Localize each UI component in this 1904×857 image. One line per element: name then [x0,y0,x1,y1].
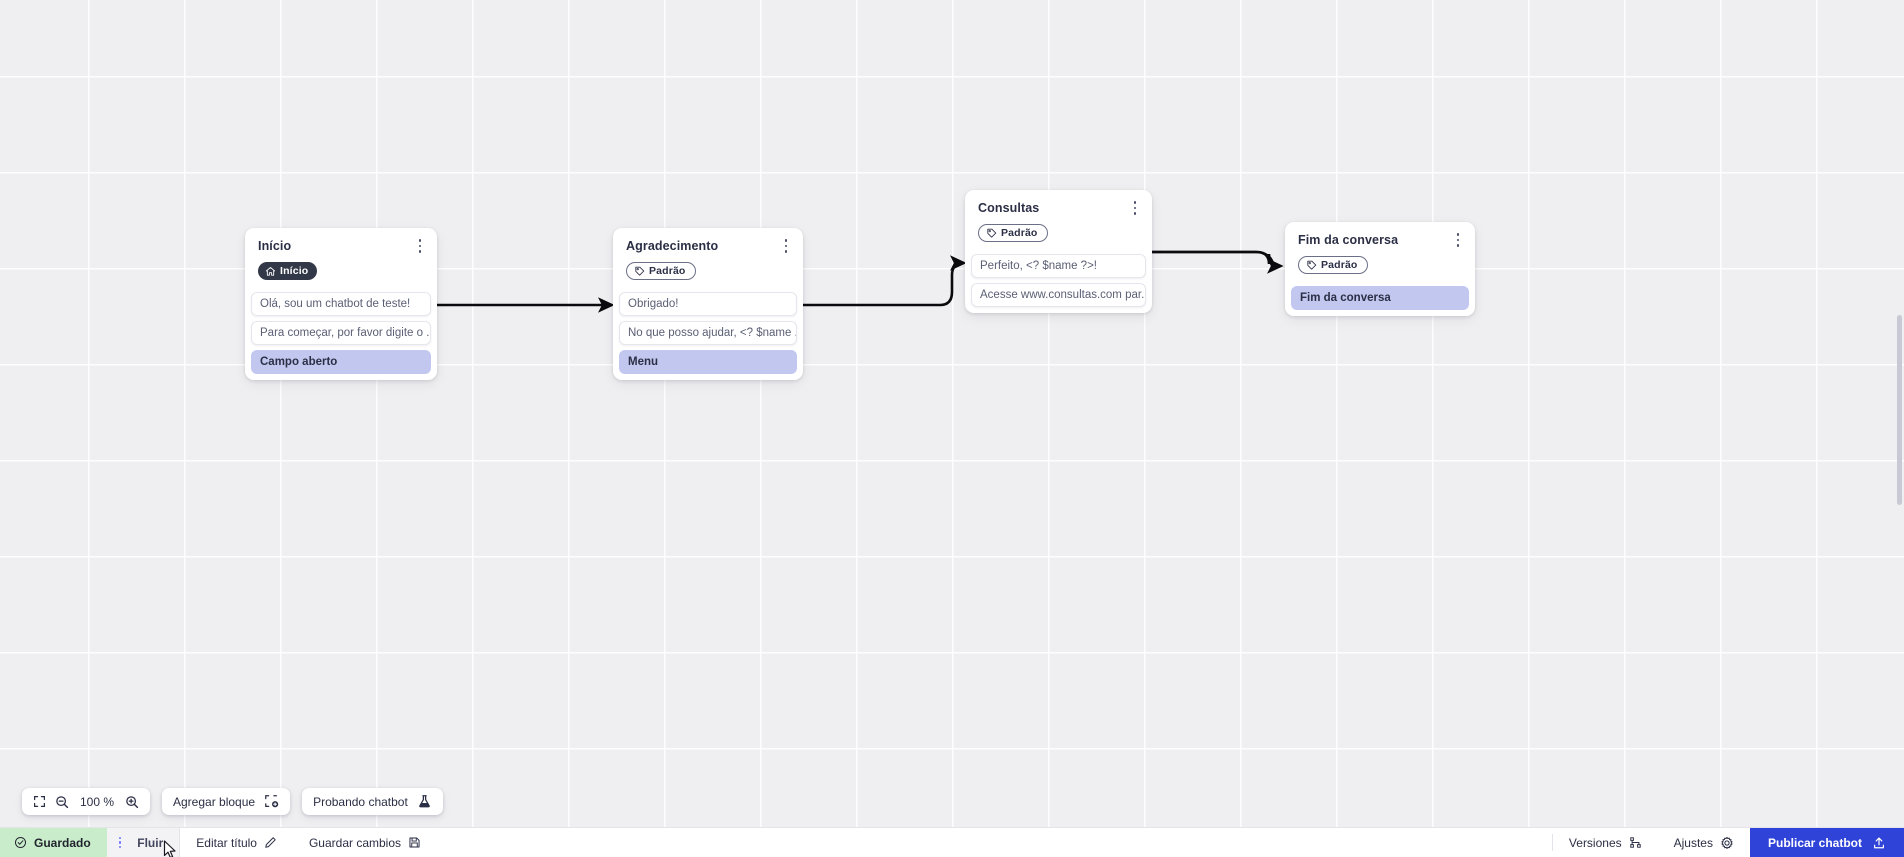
node-badge-padrao: Padrão [978,224,1048,242]
flow-canvas[interactable]: Início Início Olá, sou um chatbot de tes… [0,0,1904,827]
node-header: Consultas Padrão [965,190,1152,254]
pencil-icon [265,837,276,848]
edge-agradecimento-consultas [803,255,967,307]
node-header: Início Início [245,228,437,292]
save-disk-icon [409,837,420,848]
node-title: Início [258,239,292,253]
zoom-level-value: 100 % [79,794,115,809]
node-title: Fim da conversa [1298,233,1399,247]
zoom-in-icon[interactable] [125,795,139,809]
fit-screen-icon[interactable] [33,795,46,808]
add-block-label: Agregar bloque [173,794,256,809]
tag-icon [635,266,645,276]
node-badge-padrao: Padrão [1298,256,1368,274]
vertical-scrollbar[interactable] [1897,315,1902,505]
test-chatbot-button[interactable]: Probando chatbot [302,788,443,815]
edge-consultas-fim [1152,250,1284,274]
flow-node-fim-da-conversa[interactable]: Fim da conversa Padrão Fim da conversa [1285,222,1475,316]
node-body: Perfeito, <? $name ?>! Acesse www.consul… [965,253,1152,313]
gear-icon [1721,836,1733,849]
add-block-icon [264,794,279,809]
tab-menu-icon[interactable] [115,836,126,849]
versions-label: Versiones [1568,835,1622,850]
saved-status-badge: Guardado [0,828,107,857]
save-changes-label: Guardar cambios [308,835,402,850]
node-header: Agradecimento Padrão [613,228,803,292]
zoom-controls: 100 % [22,788,150,815]
flow-node-agradecimento[interactable]: Agradecimento Padrão Obrigado! No que po… [613,228,803,380]
node-badge-label: Padrão [649,265,686,277]
node-row[interactable]: Para começar, por favor digite o ... [251,320,431,345]
saved-status-label: Guardado [34,835,91,850]
node-title: Agradecimento [626,239,719,253]
node-menu-icon[interactable] [412,237,428,255]
statusbar-spacer [437,828,1552,857]
node-row[interactable]: Obrigado! [619,291,797,316]
tab-fluir-label: Fluir [137,835,164,850]
flow-node-consultas[interactable]: Consultas Padrão Perfeito, <? $name ?>! … [965,190,1152,313]
settings-label: Ajustes [1673,835,1713,850]
node-row[interactable]: No que posso ajudar, <? $name ... [619,320,797,345]
node-badge-inicio: Início [258,262,318,280]
node-menu-icon[interactable] [1127,199,1143,217]
tag-icon [987,228,997,238]
home-icon [265,266,276,276]
node-body: Fim da conversa [1285,285,1475,316]
edit-title-label: Editar título [196,835,257,850]
node-row[interactable]: Acesse www.consultas.com par... [971,282,1146,307]
node-badge-label: Padrão [1321,259,1358,271]
flask-icon [417,794,432,809]
zoom-out-icon[interactable] [55,795,69,809]
node-body: Obrigado! No que posso ajudar, <? $name … [613,291,803,380]
node-body: Olá, sou um chatbot de teste! Para começ… [245,291,437,380]
node-badge-label: Padrão [1001,227,1038,239]
publish-chatbot-label: Publicar chatbot [1767,835,1862,850]
node-menu-icon[interactable] [778,237,794,255]
add-block-button[interactable]: Agregar bloque [162,788,291,815]
branch-icon [1629,837,1641,848]
node-menu-icon[interactable] [1450,231,1466,249]
flow-node-inicio[interactable]: Início Início Olá, sou um chatbot de tes… [245,228,437,380]
edit-title-button[interactable]: Editar título [180,828,293,857]
statusbar-divider [1551,834,1553,851]
node-row-accent[interactable]: Campo aberto [251,349,431,374]
save-changes-button[interactable]: Guardar cambios [293,828,437,857]
settings-button[interactable]: Ajustes [1658,828,1750,857]
node-badge-label: Início [280,265,309,277]
node-badge-padrao: Padrão [626,262,696,280]
upload-icon [1874,837,1884,848]
tab-fluir[interactable]: Fluir [106,828,181,857]
node-row[interactable]: Perfeito, <? $name ?>! [971,253,1146,278]
tag-icon [1307,260,1317,270]
publish-chatbot-button[interactable]: Publicar chatbot [1749,828,1904,857]
test-chatbot-label: Probando chatbot [313,794,408,809]
check-circle-icon [14,836,27,849]
node-row-accent[interactable]: Fim da conversa [1291,285,1469,310]
edge-layer [437,250,1284,313]
node-row-accent[interactable]: Menu [619,349,797,374]
node-title: Consultas [978,201,1040,215]
node-row[interactable]: Olá, sou um chatbot de teste! [251,291,431,316]
node-header: Fim da conversa Padrão [1285,222,1475,286]
status-bar: Guardado Fluir Editar título Guardar cam… [0,827,1904,857]
versions-button[interactable]: Versiones [1553,828,1658,857]
canvas-toolbar: 100 % Agregar bloque Probando chatbo [22,788,443,815]
edge-consultas-fim-curve [1152,250,1277,271]
